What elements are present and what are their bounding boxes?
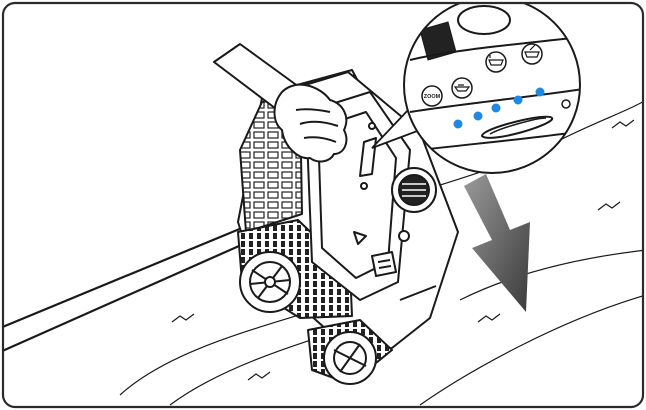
floor-mode-icon[interactable] [452,78,472,98]
led-indicator [536,88,545,97]
wall-mode-icon[interactable] [486,52,506,72]
led-indicator [474,112,483,121]
control-panel-zoom: ZOOM [404,0,590,173]
pool-wall-lines [0,228,248,352]
led-indicator [514,96,523,105]
left-wheel [240,252,300,312]
vent-grille [392,168,436,212]
mode-button-label: ZOOM [424,94,441,100]
latch [372,252,396,276]
direction-arrow [464,174,530,312]
led-indicator [492,104,501,113]
mode-button[interactable]: ZOOM [422,86,442,106]
led-indicator [454,120,463,129]
waterline-mode-icon[interactable] [522,44,542,64]
